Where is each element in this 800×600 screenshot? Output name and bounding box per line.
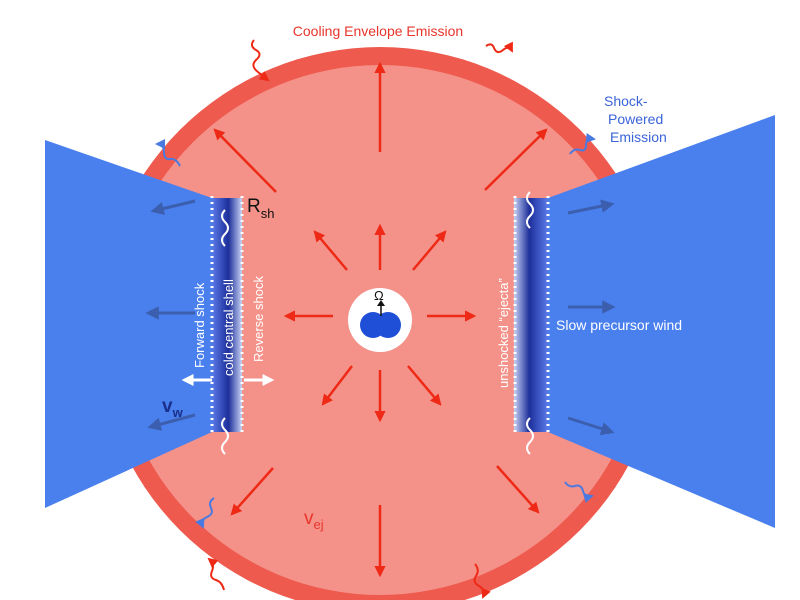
ejecta-velocity-label: vej xyxy=(304,508,324,532)
squiggle-icon xyxy=(221,417,229,455)
ejecta-arrows xyxy=(213,61,548,578)
ejecta-arrow xyxy=(213,128,277,193)
ejecta-arrow xyxy=(496,465,540,514)
forward-shock-label: Forward shock xyxy=(192,282,207,368)
ejecta-arrow xyxy=(313,230,348,271)
ejecta-arrow xyxy=(412,230,447,271)
photon-icon xyxy=(155,139,181,167)
squiggle-icon xyxy=(221,209,229,247)
shock-emission-photons xyxy=(155,133,596,529)
cold-shell-label: cold central shell xyxy=(221,279,236,376)
shock-powered-line-3: Emission xyxy=(610,129,667,145)
photon-icon xyxy=(485,41,513,54)
wind-arrow xyxy=(150,199,196,216)
shock-powered-label: Shock- Powered Emission xyxy=(604,93,667,145)
wind-cone-left xyxy=(45,140,212,508)
unshocked-ejecta-label: unshocked “ejecta” xyxy=(496,278,511,388)
photon-icon xyxy=(569,133,596,155)
shock-powered-line-2: Powered xyxy=(608,111,663,127)
shell-squiggles xyxy=(221,191,534,455)
wind-arrow xyxy=(567,199,615,215)
squiggle-icon xyxy=(526,417,534,455)
wind-velocity-label: vw xyxy=(162,396,184,420)
shock-powered-line-1: Shock- xyxy=(604,93,648,109)
photon-icon xyxy=(250,39,270,82)
rotation-arrowhead-icon xyxy=(377,300,385,306)
binary-star-right xyxy=(375,312,401,338)
photon-icon xyxy=(473,563,491,599)
cold-shell-left xyxy=(212,198,242,432)
ejecta-arrow xyxy=(230,467,274,516)
shock-fronts xyxy=(210,196,550,434)
reverse-shock-label: Reverse shock xyxy=(251,276,266,362)
ejecta-arrow xyxy=(321,365,353,406)
wind-arrows xyxy=(145,199,616,436)
omega-label: Ω xyxy=(374,288,384,303)
photon-icon xyxy=(564,481,594,504)
photon-icon xyxy=(195,497,215,529)
wind-arrow xyxy=(567,416,615,436)
slow-wind-label: Slow precursor wind xyxy=(556,317,682,333)
squiggle-icon xyxy=(526,191,534,229)
ejecta-arrow xyxy=(407,365,442,406)
ejecta-arrow xyxy=(484,128,548,191)
cooling-emission-photons xyxy=(207,39,513,599)
cold-shell-right xyxy=(514,198,548,432)
cooling-emission-label: Cooling Envelope Emission xyxy=(293,23,463,39)
photon-icon xyxy=(207,557,225,591)
shock-radius-label: Rsh xyxy=(247,196,274,221)
wind-arrow xyxy=(147,413,196,431)
